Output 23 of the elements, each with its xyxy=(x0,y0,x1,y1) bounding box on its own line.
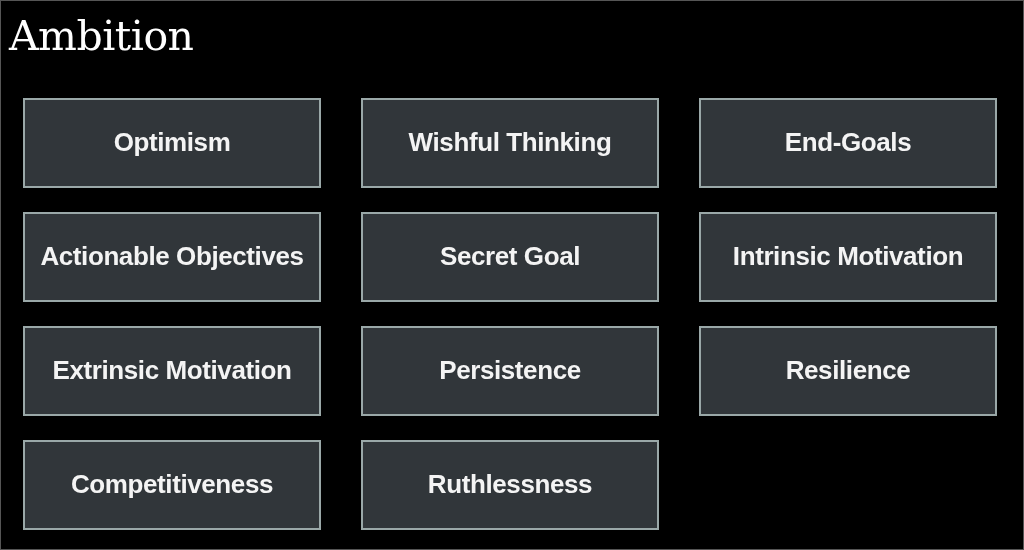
term-box xyxy=(361,326,659,416)
term-label: Wishful Thinking xyxy=(408,127,612,159)
term-box xyxy=(361,212,659,302)
term-label: Extrinsic Motivation xyxy=(52,355,292,387)
term-label: Actionable Objectives xyxy=(40,241,304,273)
term-label: Competitiveness xyxy=(70,469,274,501)
term-label: End-Goals xyxy=(784,127,912,159)
term-box xyxy=(23,98,321,188)
term-box xyxy=(361,440,659,530)
term-box xyxy=(23,440,321,530)
term-label: Optimism xyxy=(113,127,231,159)
term-label: Resilience xyxy=(785,355,911,387)
term-label: Ruthlessness xyxy=(427,469,593,501)
term-label: Intrinsic Motivation xyxy=(732,241,964,273)
title: Ambition xyxy=(9,14,194,60)
term-box xyxy=(361,98,659,188)
term-box xyxy=(23,212,321,302)
term-label: Secret Goal xyxy=(439,241,581,273)
term-box xyxy=(23,326,321,416)
term-label: Persistence xyxy=(439,355,581,387)
term-box xyxy=(699,98,997,188)
term-box xyxy=(699,326,997,416)
term-box xyxy=(699,212,997,302)
